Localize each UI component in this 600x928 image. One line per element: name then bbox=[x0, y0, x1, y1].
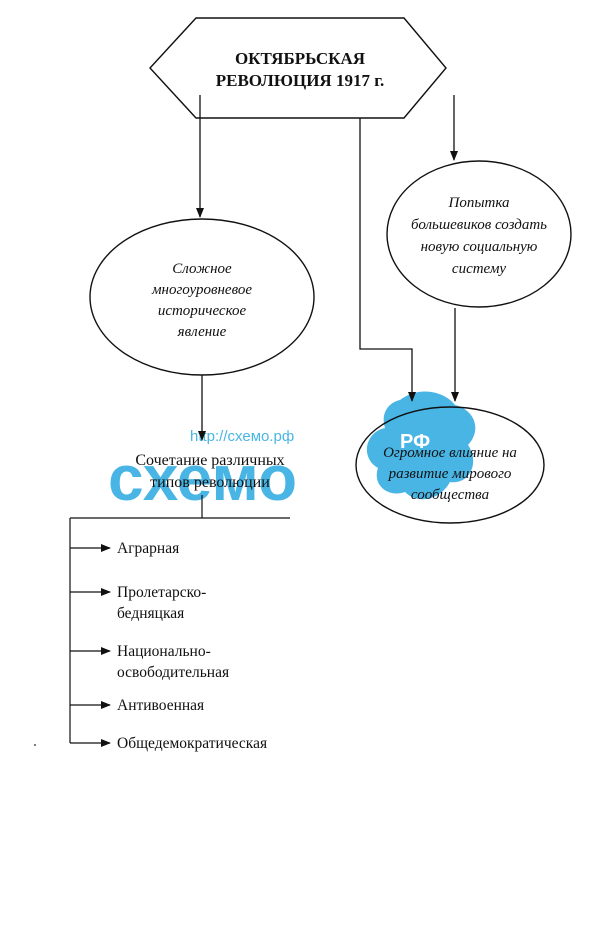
type-label-1-line-1: Аграрная bbox=[117, 540, 179, 557]
left_ellipse-line-3: историческое bbox=[158, 303, 247, 319]
type-label-5-line-1: Общедемократическая bbox=[117, 735, 267, 752]
bottom_ellipse-line-2: развитие мирового bbox=[388, 466, 512, 482]
bottom_ellipse-line-3: сообщества bbox=[411, 487, 489, 503]
type-label-4-line-1: Антивоенная bbox=[117, 697, 204, 714]
combination-line2: типов революции bbox=[150, 474, 270, 491]
left_ellipse-line-1: Сложное bbox=[172, 261, 232, 277]
bottom-ellipse-text: Огромное влияние на развитие мирового сооб… bbox=[383, 445, 517, 503]
root-hexagon bbox=[149, 17, 447, 119]
stray-dot bbox=[34, 744, 36, 746]
left_ellipse-line-4: явление bbox=[177, 324, 227, 340]
right_ellipse-line-2: большевиков создать bbox=[411, 217, 547, 233]
left-ellipse-text: Сложное многоуровневое историческое явление bbox=[151, 261, 252, 340]
right_ellipse-line-4: систему bbox=[452, 261, 507, 277]
revolution-types-list: АграрнаяПролетарско-бедняцкаяНационально… bbox=[70, 540, 267, 752]
right_ellipse-line-3: новую социальную bbox=[421, 239, 538, 255]
type-label-3-line-2: освободительная bbox=[117, 664, 229, 681]
watermark-url: http://схемо.рф bbox=[190, 428, 294, 445]
bottom_ellipse-line-1: Огромное влияние на bbox=[383, 445, 517, 461]
root-title-line1: ОКТЯБРЬСКАЯ bbox=[235, 49, 365, 68]
bottom-ellipse bbox=[355, 406, 545, 524]
right-ellipse bbox=[386, 160, 572, 308]
left_ellipse-line-2: многоуровневое bbox=[151, 282, 252, 298]
type-label-2-line-1: Пролетарско- bbox=[117, 584, 206, 601]
right-ellipse-text: Попытка большевиков создать новую социальн… bbox=[411, 195, 547, 277]
watermark-badge: РФ bbox=[400, 431, 430, 453]
type-label-2-line-2: бедняцкая bbox=[117, 605, 184, 622]
watermark: схемо РФ http://схемо.рф bbox=[108, 391, 476, 514]
combination-line1: Сочетание различных bbox=[135, 452, 284, 469]
root-title-line2: РЕВОЛЮЦИЯ 1917 г. bbox=[216, 71, 385, 90]
right_ellipse-line-1: Попытка bbox=[448, 195, 510, 211]
arrow-root-to-bottom bbox=[359, 118, 416, 402]
type-label-3-line-1: Национально- bbox=[117, 643, 211, 660]
